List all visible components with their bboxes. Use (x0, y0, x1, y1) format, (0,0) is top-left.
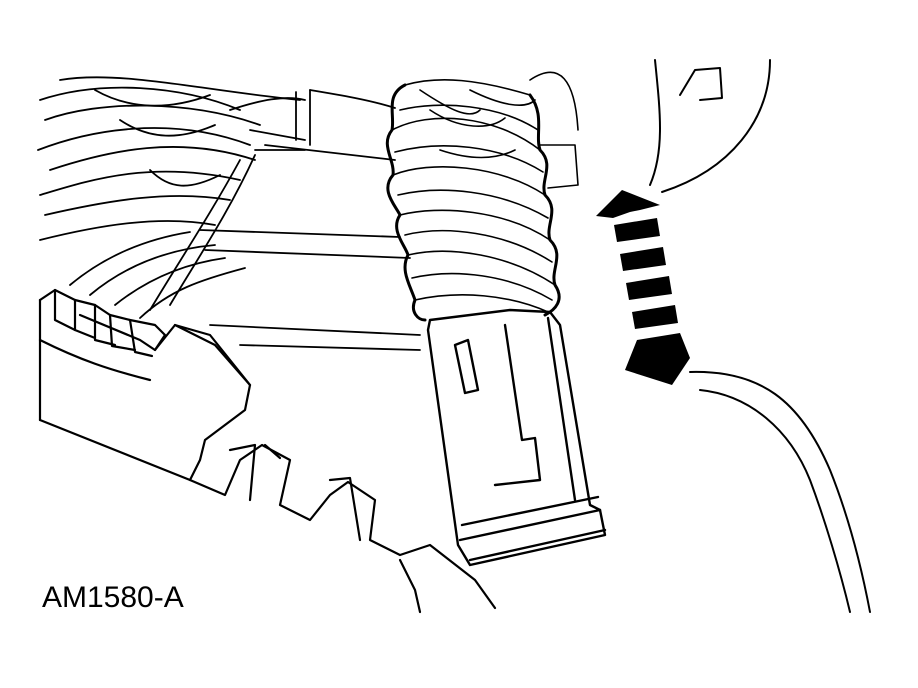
electrical-connector (426, 308, 607, 567)
conduit-ribs (391, 71, 579, 313)
connector-bracket (38, 288, 497, 614)
mounting-plate (649, 59, 871, 613)
figure-label: AM1580-A (42, 581, 184, 614)
double-headed-arrow (596, 190, 690, 385)
wire-bundle (37, 76, 421, 351)
